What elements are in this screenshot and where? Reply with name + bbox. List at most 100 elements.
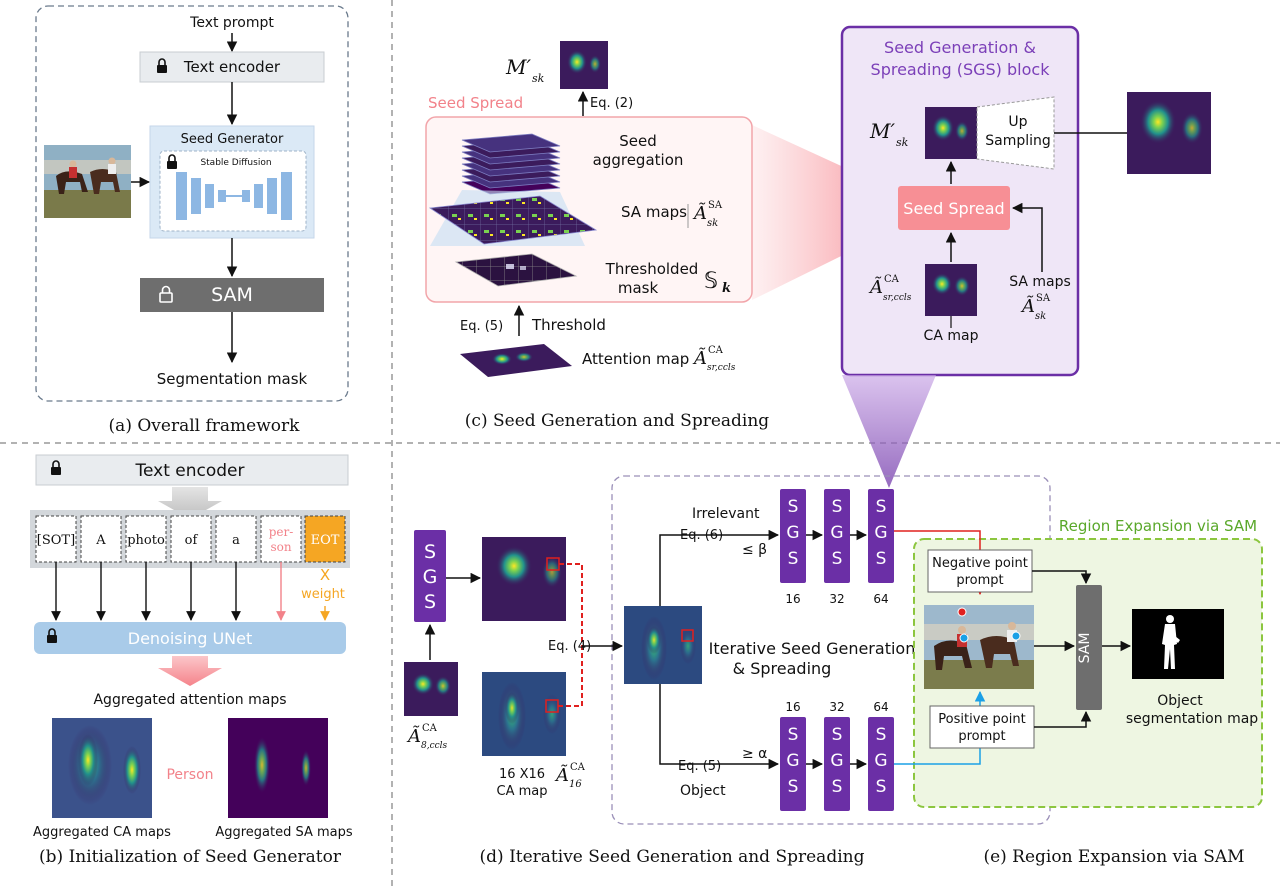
positive-prompt-box: [929, 705, 1035, 749]
caption-a: (a) Overall framework: [109, 416, 301, 436]
sgs-letter: S: [424, 591, 436, 613]
eq4-label: Eq. (4): [548, 639, 591, 654]
negative-prompt-box: [927, 549, 1033, 593]
threshold-label: Threshold: [531, 316, 606, 334]
token-eot: EOT: [311, 533, 340, 548]
sgs-unit-64: [868, 717, 894, 811]
seed-aggregation-1: Seed: [619, 132, 657, 150]
object-segmentation-map: [1132, 609, 1224, 679]
grid-label-1: 16 X16: [499, 767, 545, 782]
text-encoder-box: [139, 51, 325, 83]
denoising-unet-label: Denoising UNet: [128, 629, 253, 648]
negative-label-1: Negative point: [932, 556, 1028, 571]
aggregated-sa-maps-label: Aggregated SA maps: [215, 825, 353, 840]
d-a-ca: Ã: [406, 725, 421, 747]
a-ca-sub-c: sr,ccls: [707, 363, 736, 373]
sgs-letter: S: [876, 549, 887, 569]
point-prompt-photo: [924, 605, 1034, 689]
up-label-1: Up: [1008, 114, 1027, 130]
person-label: Person: [166, 767, 213, 783]
sgs-letter: G: [423, 566, 438, 588]
sgs-letter: G: [874, 751, 887, 771]
grid-label-2: CA map: [497, 784, 548, 799]
aggregated-ca-maps-label: Aggregated CA maps: [33, 825, 171, 840]
iterative-label-1: Iterative Seed Generation: [709, 639, 916, 658]
sam-unit: [1076, 585, 1102, 710]
seed-aggregation-2: aggregation: [593, 151, 684, 169]
positive-label-2: prompt: [958, 729, 1005, 744]
aggregated-sa-map: [228, 718, 328, 818]
token-person-1: per-: [269, 525, 294, 539]
token-photo: photo: [127, 533, 165, 548]
sgs-letter: G: [830, 523, 843, 543]
down-arrow: [158, 487, 222, 519]
aggregated-attention-maps-label: Aggregated attention maps: [93, 692, 286, 708]
sgs-title-1: Seed Generation &: [884, 38, 1036, 57]
panel-c: Seed Spread M′ sk Eq. (2) Seed aggregati…: [425, 41, 898, 431]
sgs-a-ca-sup: CA: [884, 274, 900, 285]
sgs-unit-32: [824, 717, 850, 811]
a-sa-sup: SA: [708, 200, 723, 211]
m-prime-symbol: M′: [505, 55, 531, 79]
eq5-label-c: Eq. (5): [460, 319, 503, 334]
token-a2: a: [232, 533, 240, 548]
sgs-letter: S: [788, 777, 799, 797]
sgs-letter: G: [874, 523, 887, 543]
d-a-ca-16: Ã: [554, 764, 569, 786]
sgs-ca-map-label: CA map: [924, 328, 979, 344]
weight-label: weight: [301, 587, 345, 602]
sgs-title-2: Spreading (SGS) block: [871, 60, 1051, 79]
text-encoder-label-b: Text encoder: [134, 461, 244, 481]
ca-map-16: [482, 672, 566, 756]
sgs-letter: S: [876, 777, 887, 797]
size-32-upper: 32: [829, 592, 844, 606]
sgs-unit-16: [780, 489, 806, 583]
sgs-unit-16: [780, 717, 806, 811]
caption-d: (d) Iterative Seed Generation and Spread…: [480, 847, 865, 867]
panel-b: Text encoder [SOT] A photo of a per- son…: [30, 454, 353, 867]
sgs-m-prime: M′: [869, 119, 895, 143]
upsampled-output-map: [1127, 92, 1211, 174]
sgs-a-ca-sub: sr,ccls: [883, 293, 912, 303]
ge-alpha-label: ≥ α: [742, 746, 767, 762]
s-k-symbol: 𝕊: [704, 269, 718, 294]
sgs-chain-object: [780, 717, 894, 811]
caption-e: (e) Region Expansion via SAM: [983, 847, 1244, 867]
d-a-ca-sub: 8,ccls: [421, 741, 448, 751]
sgs-ca-map: [925, 264, 977, 316]
text-prompt-label: Text prompt: [189, 15, 274, 31]
eq5-label-d: Eq. (5): [678, 759, 721, 774]
sgs-seed-spread-label: Seed Spread: [903, 199, 1004, 218]
eq6-label: Eq. (6): [680, 528, 723, 543]
seed-spread-title: Seed Spread: [428, 94, 523, 112]
panel-e: Region Expansion via SAM Negative point …: [894, 517, 1263, 867]
panel-d: S G S Ã CA 8,ccls 16 X16 CA map: [404, 475, 1051, 867]
le-beta-label: ≤ β: [742, 542, 767, 558]
sgs-unit-32: [824, 489, 850, 583]
size-16-upper: 16: [785, 592, 800, 606]
sgs-letter: S: [424, 541, 436, 563]
object-seg-label-2: segmentation map: [1126, 711, 1258, 727]
sgs-seed-spread-box: [898, 186, 1010, 230]
size-64-upper: 64: [873, 592, 888, 606]
seed-generator-label: Seed Generator: [181, 132, 284, 147]
positive-label-1: Positive point: [938, 712, 1025, 727]
sgs-letter: S: [788, 549, 799, 569]
token-a: A: [95, 533, 106, 548]
token-person-2: son: [270, 540, 291, 554]
sa-maps-grid: [428, 195, 598, 245]
eq2-label: Eq. (2): [590, 96, 633, 111]
seed-aggregation-stack: [461, 133, 561, 195]
sgs-letter: G: [830, 751, 843, 771]
purple-zoom-cone: [842, 375, 936, 488]
sgs-a-ca: Ã: [868, 276, 883, 298]
a-ca-symbol-c: Ã: [692, 347, 707, 369]
sam-unit-label: SAM: [1077, 633, 1093, 664]
sgs-letter: G: [786, 523, 799, 543]
sgs-sa-maps-label: SA maps: [1009, 274, 1071, 290]
a-ca-sup-c: CA: [708, 345, 724, 356]
token-boxes: [35, 515, 346, 563]
red-dashed-link: [558, 563, 583, 707]
sgs-m-prime-sub: sk: [896, 136, 909, 149]
m-prime-sub: sk: [532, 72, 545, 85]
